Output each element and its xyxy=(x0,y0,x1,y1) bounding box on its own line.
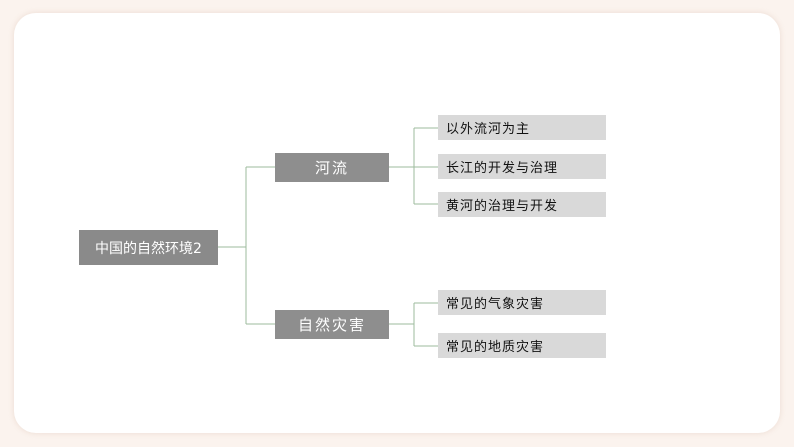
leaf-node-yangtze: 长江的开发与治理 xyxy=(438,154,606,179)
branch-node-natural-disasters: 自然灾害 xyxy=(275,310,389,339)
leaf-node-exorheic-rivers: 以外流河为主 xyxy=(438,115,606,140)
leaf-node-meteorological-disasters: 常见的气象灾害 xyxy=(438,290,606,315)
connector-disasters xyxy=(389,302,438,347)
connector-root xyxy=(218,166,275,325)
slide-card xyxy=(14,13,780,433)
leaf-node-geological-disasters: 常见的地质灾害 xyxy=(438,333,606,358)
branch-node-rivers: 河流 xyxy=(275,153,389,182)
root-node: 中国的自然环境2 xyxy=(79,230,218,265)
leaf-node-yellow-river: 黄河的治理与开发 xyxy=(438,192,606,217)
connector-rivers xyxy=(389,127,438,205)
